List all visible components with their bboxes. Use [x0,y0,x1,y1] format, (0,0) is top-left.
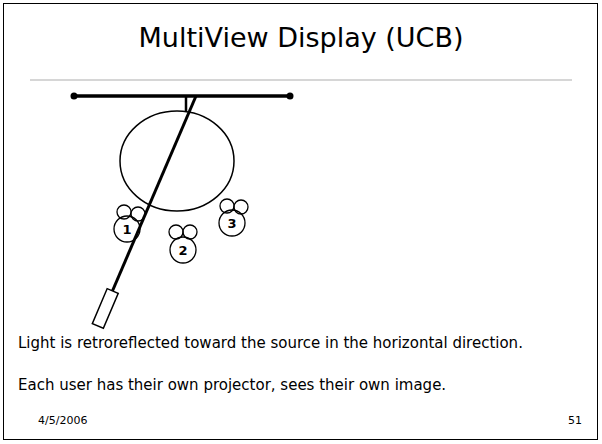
screen-stem [185,96,188,111]
slide-border [4,4,598,440]
title-rule [30,79,572,81]
viewer-circle: 2 [169,236,197,264]
viewer-circle: 1 [113,215,141,243]
body-text: Light is retroreflected toward the sourc… [18,334,558,354]
callout-number: 2 [178,244,187,257]
slide-date: 4/5/2006 [38,414,158,427]
callout-number: 3 [227,217,236,230]
screen-bar [74,94,290,98]
table-ellipse [120,111,234,211]
viewer-circle: 3 [218,209,246,237]
projector [92,289,118,329]
body-text: Each user has their own projector, sees … [18,376,588,396]
callout-number: 1 [122,223,131,236]
slide-number: 51 [540,414,582,427]
screen-end [71,93,78,100]
screen-end [287,93,294,100]
light-beam [112,96,196,292]
slide-title: MultiView Display (UCB) [0,22,602,53]
